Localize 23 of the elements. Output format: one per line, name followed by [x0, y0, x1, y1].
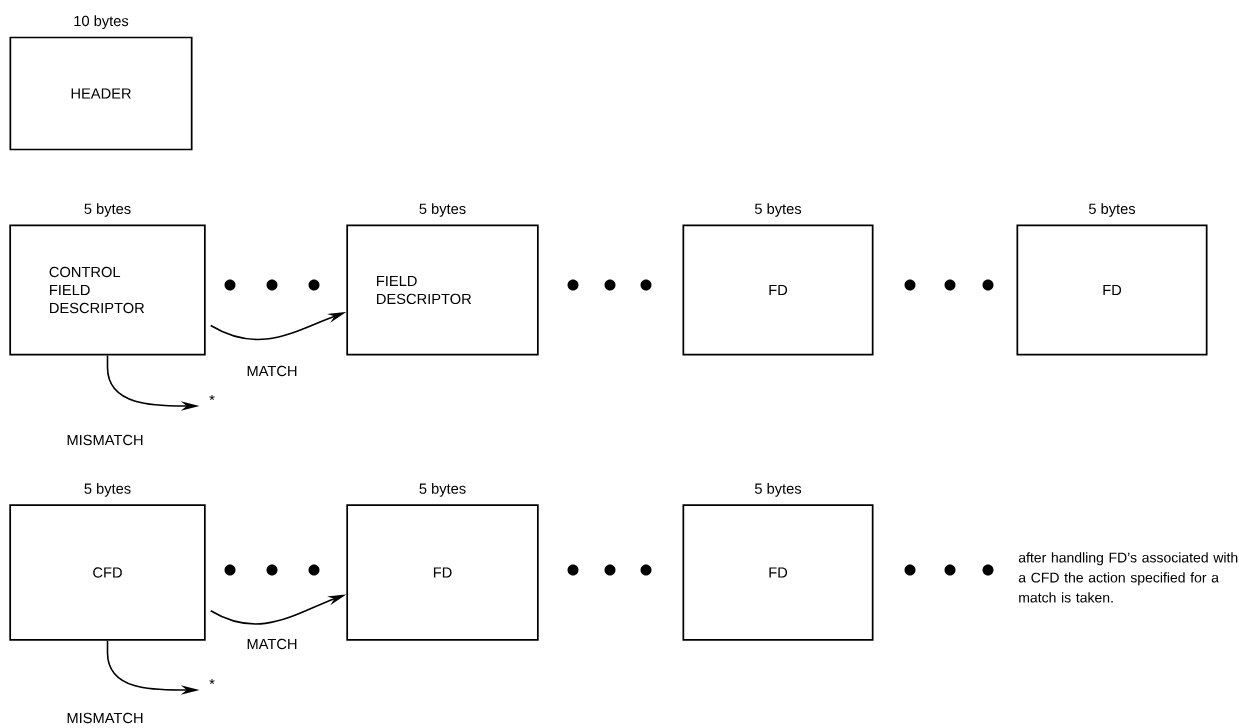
size-label: 5 bytes — [419, 483, 466, 497]
size-label: 10 bytes — [74, 15, 129, 29]
record-box: FD — [682, 504, 874, 641]
note-text: after handling FD’s associated with a CFD the action specified for a match is taken. — [1018, 552, 1238, 603]
asterisk: * — [209, 394, 215, 401]
edge-label: MATCH — [245, 637, 299, 651]
record-box: FIELD DESCRIPTOR — [346, 224, 539, 356]
edge-label: MISMATCH — [65, 433, 145, 447]
size-label: 5 bytes — [419, 203, 466, 217]
size-label: 5 bytes — [84, 483, 131, 497]
size-label: 5 bytes — [754, 483, 802, 497]
edge-label: MISMATCH — [65, 711, 145, 725]
record-box: FD — [1016, 224, 1208, 356]
record-box: FD — [682, 224, 874, 356]
size-label: 5 bytes — [1088, 203, 1136, 217]
record-box: HEADER — [9, 36, 193, 151]
asterisk: * — [209, 678, 215, 685]
size-label: 5 bytes — [754, 203, 802, 217]
record-box: FD — [346, 504, 539, 641]
edge-label: MATCH — [245, 364, 299, 378]
record-box: CFD — [9, 504, 206, 641]
size-label: 5 bytes — [84, 203, 131, 217]
record-box: CONTROL FIELD DESCRIPTOR — [9, 224, 206, 356]
